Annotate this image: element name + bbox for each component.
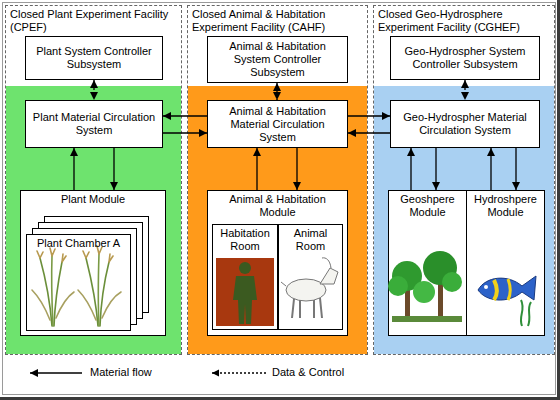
box-label: Plant Material Circulation System — [30, 111, 158, 137]
box-label: Animal & Habitation System Controller Su… — [212, 40, 343, 79]
material-flow-arrow — [73, 148, 74, 190]
circulation-box: Plant Material Circulation System — [25, 100, 163, 148]
box-label: Hydroshpere Module — [470, 193, 541, 219]
material-flow-arrow — [163, 115, 207, 116]
legend-label: Data & Control — [272, 366, 344, 379]
material-flow-arrow — [113, 148, 114, 190]
box-label: Habitation Room — [216, 227, 274, 253]
box-label: Geoshpere Module — [392, 193, 463, 219]
material-flow-arrow — [515, 148, 516, 190]
box-label: Plant System Controller Subsystem — [30, 45, 158, 71]
material-flow-arrow — [348, 132, 390, 133]
facility-region: Closed Animal & Habitation Experiment Fa… — [187, 5, 368, 355]
legend-label: Material flow — [90, 366, 152, 379]
plant-illustration — [32, 246, 121, 326]
geo-band — [374, 86, 554, 354]
control-link — [276, 83, 277, 100]
legend-arrowhead — [30, 369, 38, 377]
legend-dotted-arrow — [212, 372, 266, 373]
box-label: Geo-Hydrospher Material Circulation Syst… — [395, 111, 535, 137]
person-illustration — [216, 258, 274, 326]
control-link — [464, 80, 465, 100]
material-flow-arrow — [490, 148, 491, 190]
controller-box: Animal & Habitation System Controller Su… — [207, 36, 348, 83]
controller-box: Geo-Hydrospher System Controller Subsyst… — [390, 36, 540, 80]
material-flow-arrow — [163, 132, 207, 133]
chamber-stack — [27, 217, 149, 331]
box-label: Plant Chamber A — [30, 237, 127, 250]
circulation-box: Geo-Hydrospher Material Circulation Syst… — [390, 100, 540, 148]
box-label: Animal Room — [282, 227, 339, 253]
animal-band — [188, 86, 367, 354]
facility-region: Closed Geo-Hydrosphere Experiment Facili… — [373, 5, 555, 355]
box-label: Geo-Hydrospher System Controller Subsyst… — [395, 45, 535, 71]
material-flow-arrow — [296, 148, 297, 190]
facility-title: Closed Animal & Habitation Experiment Fa… — [192, 8, 363, 34]
plant-band — [6, 86, 181, 354]
material-flow-arrow — [256, 148, 257, 190]
circulation-box: Animal & Habitation Material Circulation… — [207, 100, 348, 148]
material-flow-arrow — [435, 148, 436, 190]
box-label: Animal & Habitation Module — [211, 193, 344, 219]
material-flow-arrow — [410, 148, 411, 190]
module-box: Hydroshpere Module — [466, 190, 545, 336]
box-label: Plant Module — [24, 193, 162, 206]
material-flow-arrow — [348, 115, 390, 116]
control-link — [93, 80, 94, 100]
outer-frame — [3, 3, 556, 395]
controller-box: Plant System Controller Subsystem — [25, 36, 163, 80]
facility-title: Closed Plant Experiment Facility (CPEF) — [10, 8, 177, 34]
facility-title: Closed Geo-Hydrosphere Experiment Facili… — [378, 8, 550, 34]
box-label: Animal & Habitation Material Circulation… — [212, 105, 343, 144]
legend-arrowhead — [212, 370, 219, 377]
